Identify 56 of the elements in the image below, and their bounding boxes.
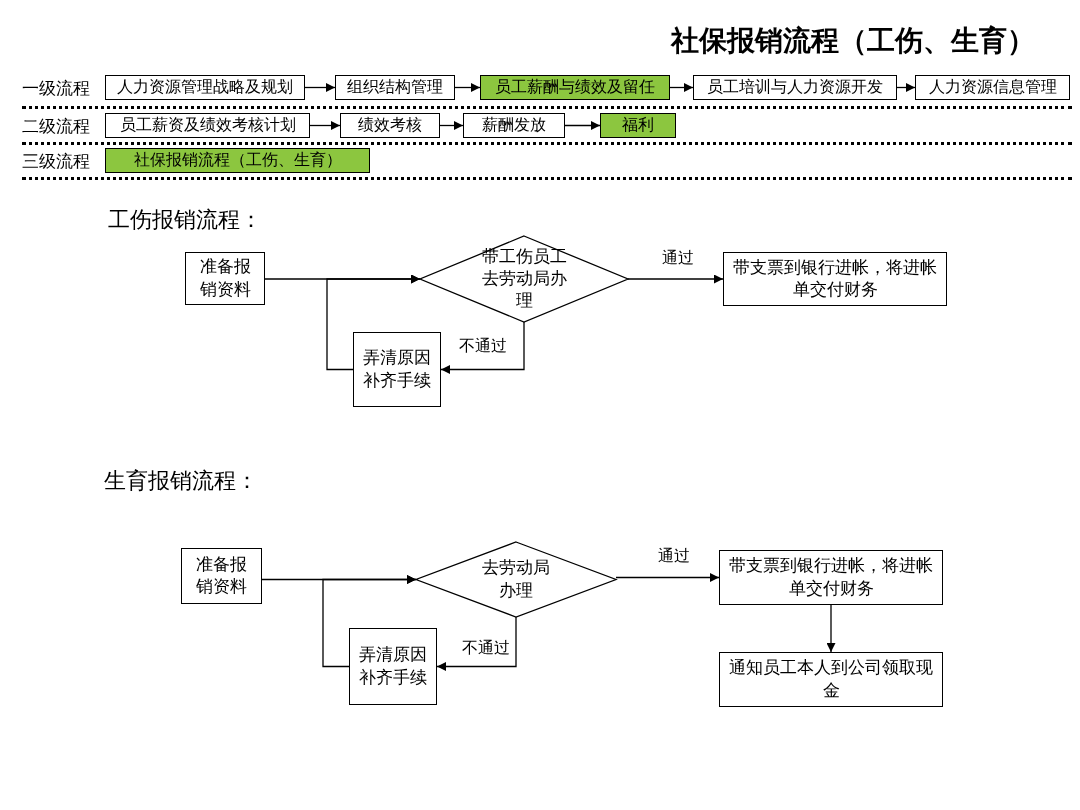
node-text: 人力资源信息管理 bbox=[928, 77, 1057, 98]
process-box bbox=[353, 332, 441, 407]
process-box bbox=[185, 252, 265, 305]
node-text: 员工培训与人力资源开发 bbox=[707, 77, 883, 98]
arrow bbox=[627, 274, 724, 284]
node-text: 通知员工本人到公司领取现金 bbox=[728, 657, 934, 702]
node-text: 弄清原因补齐手续 bbox=[362, 347, 432, 392]
process-box bbox=[463, 113, 565, 138]
process-box bbox=[335, 75, 455, 100]
process-box bbox=[719, 652, 943, 707]
arrow bbox=[615, 573, 720, 582]
node-text: 人力资源管理战略及规划 bbox=[117, 77, 293, 98]
process-box bbox=[693, 75, 897, 100]
section-heading: 生育报销流程： bbox=[104, 467, 258, 495]
row-label: 三级流程 bbox=[22, 151, 90, 173]
node-text: 组织结构管理 bbox=[347, 77, 443, 98]
highlighted-process-box bbox=[105, 148, 370, 173]
node-text: 带支票到银行进帐，将进帐单交付财务 bbox=[732, 256, 938, 301]
highlighted-process-box bbox=[480, 75, 670, 100]
node-text: 社保报销流程（工伤、生育） bbox=[133, 150, 342, 171]
row-label: 二级流程 bbox=[22, 116, 90, 138]
node-text: 员工薪酬与绩效及留任 bbox=[495, 77, 655, 98]
arrow bbox=[436, 616, 517, 671]
arrow bbox=[304, 83, 336, 92]
node-text: 带支票到银行进帐，将进帐单交付财务 bbox=[728, 555, 934, 600]
node-text: 弄清原因补齐手续 bbox=[358, 644, 428, 689]
process-box bbox=[723, 252, 947, 306]
arrow bbox=[826, 604, 836, 653]
node-text: 准备报销资料 bbox=[198, 256, 252, 301]
section-heading: 工伤报销流程： bbox=[108, 206, 262, 234]
process-box bbox=[105, 75, 305, 100]
node-text: 福利 bbox=[622, 115, 654, 136]
row-label: 一级流程 bbox=[22, 78, 90, 100]
title: 社保报销流程（工伤、生育） bbox=[671, 24, 1035, 58]
node-text: 薪酬发放 bbox=[482, 115, 546, 136]
process-box bbox=[181, 548, 262, 604]
process-box bbox=[340, 113, 440, 138]
arrow bbox=[896, 83, 916, 92]
arrow bbox=[669, 83, 694, 92]
node-text: 带工伤员工去劳动局办理 bbox=[480, 245, 568, 313]
arrow bbox=[326, 274, 421, 371]
node-text: 去劳动局办理 bbox=[481, 557, 551, 602]
node-text: 员工薪资及绩效考核计划 bbox=[119, 115, 296, 136]
arrow bbox=[564, 121, 601, 130]
arrow bbox=[309, 121, 341, 130]
node-text: 绩效考核 bbox=[358, 115, 422, 136]
process-box bbox=[719, 550, 943, 605]
arrow bbox=[439, 121, 464, 130]
node-text: 准备报销资料 bbox=[195, 553, 248, 598]
arrow bbox=[440, 321, 525, 374]
process-box bbox=[105, 113, 310, 138]
process-box bbox=[349, 628, 437, 705]
process-box bbox=[915, 75, 1070, 100]
arrow bbox=[322, 575, 417, 668]
arrow bbox=[454, 83, 481, 92]
highlighted-process-box bbox=[600, 113, 676, 138]
